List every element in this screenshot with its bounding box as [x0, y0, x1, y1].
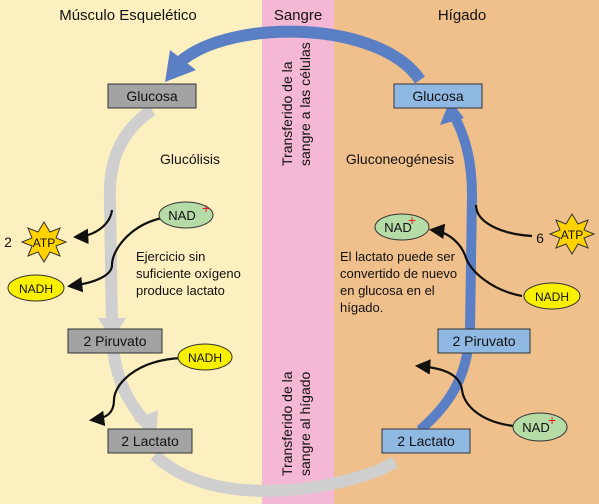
- liver-atp-burst: ATP: [548, 213, 596, 255]
- muscle-nadh-out-label: NADH: [19, 282, 53, 296]
- blood-region: [262, 0, 334, 504]
- muscle-glucose-box: [107, 83, 197, 109]
- muscle-nadh-in-token: NADH: [177, 343, 233, 371]
- liver-lactate-box: [381, 428, 471, 454]
- liver-nad-top-plus: +: [408, 212, 416, 228]
- muscle-nadh-out-token: NADH: [7, 274, 65, 302]
- liver-nad-top-label: NAD: [384, 220, 411, 235]
- muscle-title: Músculo Esquelético: [59, 7, 197, 24]
- liver-glucose-box: [393, 83, 483, 109]
- atp-burst-icon-liver: [548, 213, 596, 255]
- muscle-nad-token: NAD +: [158, 200, 214, 229]
- liver-note-line3: en glucosa en el: [340, 283, 435, 298]
- liver-pyruvate-box: [437, 328, 531, 354]
- muscle-lactate-box: [107, 428, 193, 454]
- glucose-transfer-arrow: [176, 25, 425, 84]
- blood-title: Sangre: [274, 7, 322, 24]
- muscle-pyruvate-box: [67, 328, 163, 354]
- muscle-atp-burst: ATP: [20, 221, 68, 263]
- atp-burst-icon: [20, 221, 68, 263]
- liver-atp-label: ATP: [561, 228, 583, 242]
- liver-nadh-label: NADH: [535, 290, 569, 304]
- glycolysis-label: Glucólisis: [160, 151, 220, 167]
- lactate-transfer-arrow: [150, 450, 398, 497]
- liver-nad-top-token: NAD +: [374, 212, 430, 241]
- liver-nad-bottom-plus: +: [548, 412, 556, 428]
- liver-atp-count: 6: [536, 230, 544, 246]
- blood-bottom-label-line2: sangre al hígado: [297, 371, 313, 476]
- muscle-nadh-to-nad-arrow: [88, 356, 183, 427]
- muscle-lactate-label: 2 Lactato: [121, 433, 179, 449]
- muscle-note-line2: suficiente oxígeno: [136, 266, 241, 281]
- liver-cycle-arrowhead-2: [440, 100, 464, 125]
- liver-note-line2: convertido de nuevo: [340, 266, 457, 281]
- liver-nad-bottom-token: NAD +: [512, 412, 568, 442]
- blood-top-label-line1: Transferido de la: [279, 61, 295, 166]
- blood-top-label-line2: sangre a las células: [297, 42, 313, 166]
- liver-nadh-token: NADH: [523, 282, 581, 310]
- liver-pyruvate-label: 2 Piruvato: [452, 333, 515, 349]
- gluconeogenesis-label: Gluconeogénesis: [346, 151, 454, 167]
- liver-glucose-label: Glucosa: [412, 88, 464, 104]
- muscle-atp-label: ATP: [33, 236, 55, 250]
- liver-nad-bottom-label: NAD: [522, 420, 549, 435]
- muscle-nad-to-nadh-arrow: [66, 216, 163, 293]
- liver-nadh-arrow: [428, 223, 523, 298]
- liver-nad-in-arrow: [414, 359, 515, 428]
- liver-lactate-label: 2 Lactato: [397, 433, 455, 449]
- muscle-atp-arrow: [72, 209, 114, 245]
- muscle-note-line1: Ejercicio sin: [136, 249, 205, 264]
- liver-atp-arrow: [474, 204, 533, 238]
- muscle-pyruvate-label: 2 Piruvato: [83, 333, 146, 349]
- muscle-nad-label: NAD: [168, 208, 195, 223]
- liver-note-line4: hígado.: [340, 300, 383, 315]
- liver-note-line1: El lactato puede ser: [340, 249, 456, 264]
- glucose-transfer-arrowhead: [165, 50, 196, 82]
- muscle-nadh-in-label: NADH: [188, 351, 222, 365]
- muscle-atp-count: 2: [4, 234, 12, 250]
- liver-title: Hígado: [438, 7, 486, 24]
- muscle-nad-plus: +: [202, 200, 210, 216]
- muscle-note-line3: produce lactato: [136, 283, 225, 298]
- blood-bottom-label-line1: Transferido de la: [279, 371, 295, 476]
- muscle-glucose-label: Glucosa: [126, 88, 178, 104]
